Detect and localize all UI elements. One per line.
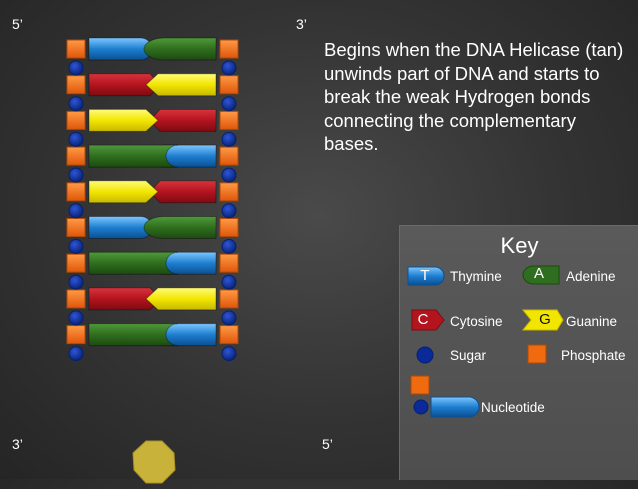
phosphate-left-8: [66, 289, 86, 309]
thymine-letter: T: [420, 267, 430, 284]
base-adenine-right-6: [143, 216, 217, 239]
thymine-label: Thymine: [450, 269, 502, 284]
sugar-left-7: [68, 274, 84, 290]
phosphate-right-9: [219, 325, 239, 345]
sugar-right-3: [221, 131, 237, 147]
phosphate-right-6: [219, 218, 239, 237]
base-guanine-right-2: [145, 73, 217, 97]
phosphate-left-3: [66, 110, 86, 130]
phosphate-right-3: [219, 110, 239, 130]
dna-ladder: [66, 37, 239, 362]
cytosine-label: Cytosine: [450, 314, 503, 329]
sugar-right-7: [221, 274, 237, 290]
sugar-left-2: [68, 96, 84, 112]
phosphate-left-6: [66, 218, 86, 237]
sugar-right-9: [221, 346, 237, 362]
adenine-letter: A: [533, 265, 544, 282]
adenine-icon: [522, 265, 560, 285]
key-panel: Key T Thymine A Adenine C Cytosine G Gua…: [399, 225, 638, 480]
guanine-letter: G: [539, 311, 551, 328]
phosphate-left-5: [66, 182, 86, 202]
base-adenine-left-9: [88, 323, 179, 347]
phosphate-right-8: [219, 289, 239, 309]
nucleotide-label: Nucleotide: [481, 400, 545, 415]
sugar-right-2: [221, 96, 237, 112]
phosphate-left-4: [66, 146, 86, 166]
base-guanine-left-3: [88, 108, 159, 132]
cytosine-icon: [411, 309, 445, 331]
phosphate-right-5: [219, 182, 239, 202]
label-5prime-bottom-right: 5’: [322, 436, 333, 452]
helicase: [132, 440, 176, 484]
nucleotide-icon: [410, 375, 480, 418]
sugar-left-4: [68, 167, 84, 183]
sugar-left-1: [68, 60, 84, 76]
base-cytosine-right-3: [149, 108, 217, 132]
sugar-right-5: [221, 203, 237, 219]
guanine-icon: [521, 309, 564, 331]
base-adenine-right-1: [143, 37, 217, 61]
phosphate-left-7: [66, 253, 86, 273]
sugar-right-1: [221, 60, 237, 76]
phosphate-icon: [527, 344, 547, 364]
sugar-left-5: [68, 203, 84, 219]
base-adenine-left-4: [88, 144, 179, 168]
sugar-label: Sugar: [450, 348, 487, 363]
phosphate-right-4: [219, 146, 239, 166]
phosphate-left-9: [66, 325, 86, 345]
sugar-icon: [416, 346, 434, 364]
base-guanine-right-8: [145, 287, 217, 311]
thymine-icon: [407, 266, 445, 286]
label-3prime-top-right: 3’: [296, 16, 307, 32]
phosphate-right-2: [219, 75, 239, 95]
adenine-label: Adenine: [566, 269, 616, 284]
base-adenine-left-7: [88, 251, 179, 275]
guanine-label: Guanine: [566, 314, 618, 329]
sugar-right-6: [221, 239, 237, 254]
base-thymine-left-6: [88, 216, 153, 239]
phosphate-left-2: [66, 75, 86, 95]
description-text: Begins when the DNA Helicase (tan) unwin…: [324, 39, 624, 154]
sugar-left-3: [68, 131, 84, 147]
base-cytosine-right-5: [149, 180, 217, 204]
phosphate-label: Phosphate: [561, 348, 626, 363]
sugar-left-9: [68, 346, 84, 362]
phosphate-left-1: [66, 39, 86, 59]
sugar-left-8: [68, 310, 84, 326]
sugar-left-6: [68, 239, 84, 254]
base-thymine-left-1: [88, 37, 153, 61]
cytosine-letter: C: [417, 311, 429, 328]
sugar-right-8: [221, 310, 237, 326]
base-guanine-left-5: [88, 180, 159, 204]
label-5prime-top-left: 5’: [12, 16, 23, 32]
phosphate-right-7: [219, 253, 239, 273]
key-title: Key: [500, 233, 539, 258]
phosphate-right-1: [219, 39, 239, 59]
sugar-right-4: [221, 167, 237, 183]
label-3prime-bottom-left: 3’: [12, 436, 23, 452]
